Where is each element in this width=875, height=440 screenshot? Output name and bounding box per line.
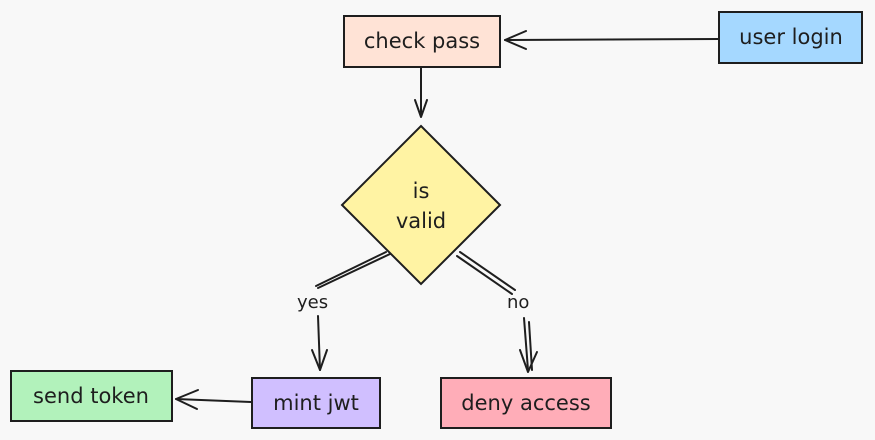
node-user-login-label: user login [739,25,843,49]
edge-is-valid-to-deny-access [456,251,538,373]
node-check-pass-label: check pass [364,29,480,53]
edge-user-login-to-check-pass [504,30,720,50]
node-is-valid[interactable]: is valid [340,124,502,286]
node-mint-jwt-label: mint jwt [273,391,359,415]
edge-label-yes: yes [297,292,328,313]
node-is-valid-label-line1: is [413,179,430,203]
edge-mint-jwt-to-send-token [175,389,252,410]
edge-is-valid-to-mint-jwt [311,251,391,371]
node-deny-access[interactable]: deny access [440,377,612,429]
node-check-pass[interactable]: check pass [343,15,501,68]
node-send-token-label: send token [33,384,149,408]
node-is-valid-label-line2: valid [396,209,446,233]
node-send-token[interactable]: send token [10,370,173,422]
edge-label-no: no [507,292,529,313]
node-user-login[interactable]: user login [718,11,863,64]
node-mint-jwt[interactable]: mint jwt [251,377,381,429]
edge-check-pass-to-is-valid [414,67,428,118]
node-deny-access-label: deny access [461,391,590,415]
